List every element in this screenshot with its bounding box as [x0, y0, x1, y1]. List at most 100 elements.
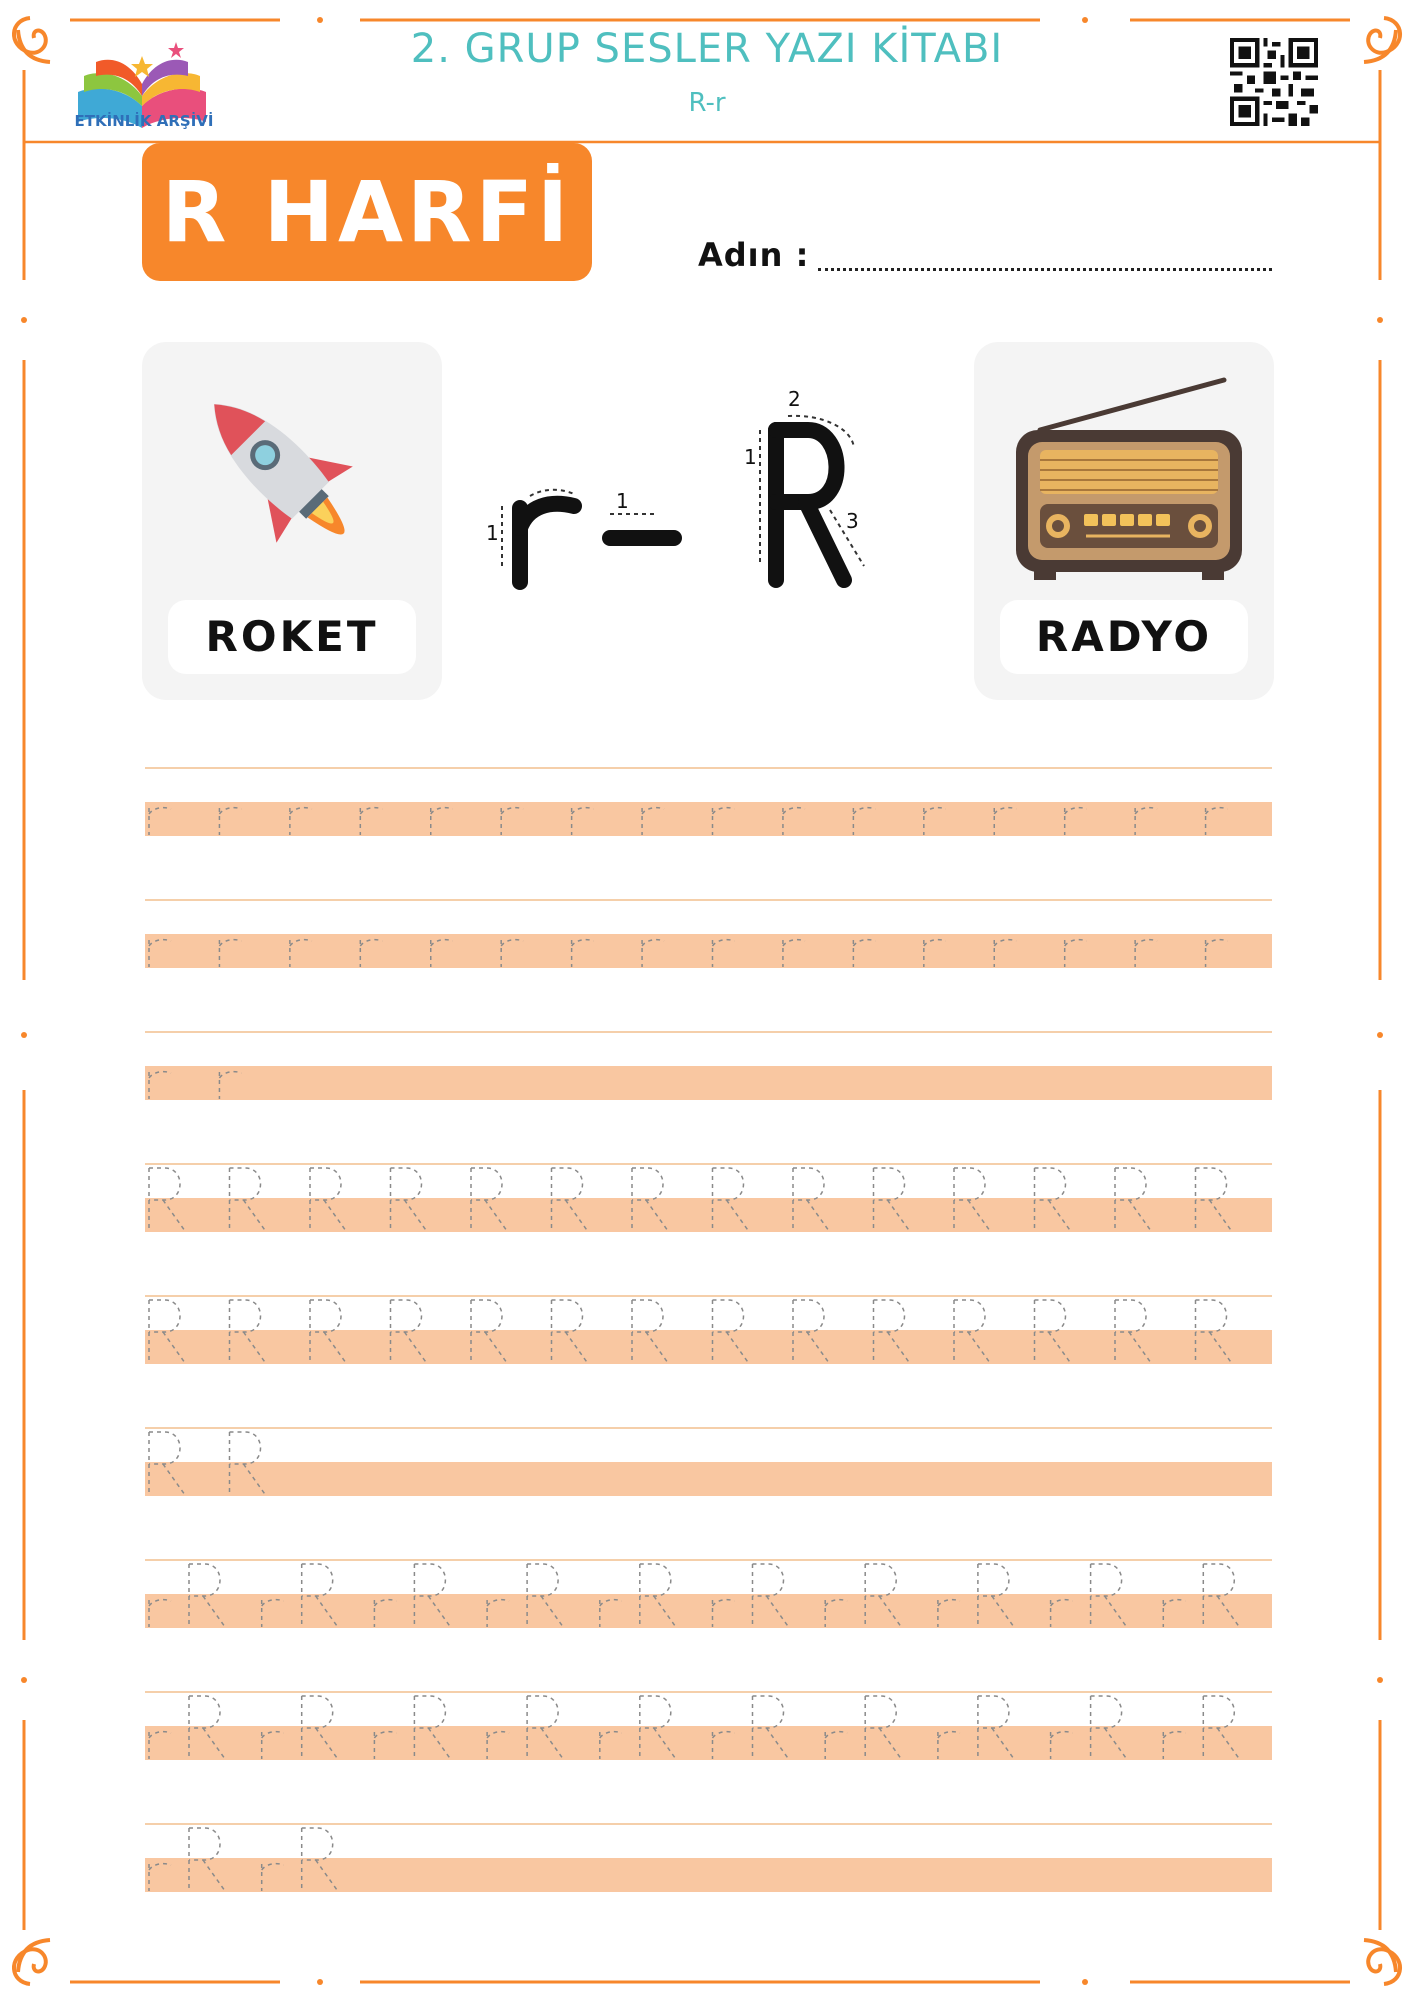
guide-band — [145, 1594, 1272, 1628]
trace-letter — [289, 806, 313, 835]
trace-letter — [631, 1299, 669, 1364]
upper-step-1: 1 — [744, 445, 757, 469]
trace-letter — [550, 1299, 589, 1364]
trace-letter — [148, 1563, 226, 1628]
trace-letter — [824, 1695, 902, 1760]
trace-letter — [711, 1563, 790, 1628]
trace-letter — [1204, 806, 1228, 835]
trace-letter — [1049, 1695, 1128, 1760]
trace-letter — [993, 938, 1017, 967]
radio-card: RADYO — [974, 342, 1274, 700]
trace-letter — [148, 1695, 226, 1760]
trace-letter — [631, 1167, 669, 1232]
trace-letter — [218, 1070, 242, 1099]
trace-letter — [782, 938, 806, 967]
trace-letter — [711, 938, 735, 967]
trace-letter — [852, 806, 876, 835]
page-subtitle: R-r — [688, 88, 726, 118]
trace-letter — [782, 806, 806, 835]
guide-band — [145, 802, 1272, 836]
trace-letter — [993, 806, 1017, 835]
trace-letter — [373, 1695, 452, 1760]
letter-badge: R HARFİ — [142, 143, 592, 281]
guide-band — [145, 934, 1272, 968]
trace-letter — [1063, 806, 1087, 835]
trace-letter — [218, 806, 242, 835]
name-label: Adın : — [698, 236, 810, 274]
trace-letter — [289, 938, 313, 967]
practice-row[interactable] — [145, 899, 1272, 968]
trace-letter — [359, 806, 383, 835]
trace-letter — [228, 1299, 267, 1364]
trace-letter — [148, 938, 172, 967]
trace-letter — [309, 1299, 347, 1364]
trace-letter — [373, 1563, 452, 1628]
trace-letter — [711, 1299, 750, 1364]
trace-letter — [923, 938, 947, 967]
trace-letter — [430, 938, 454, 967]
upper-step-3: 3 — [846, 509, 859, 533]
trace-letter — [599, 1695, 677, 1760]
trace-letter — [1033, 1299, 1072, 1364]
trace-letter — [260, 1695, 339, 1760]
practice-row[interactable] — [145, 1691, 1272, 1760]
practice-row[interactable] — [145, 1163, 1272, 1232]
trace-letter — [1162, 1563, 1240, 1628]
trace-letter — [641, 938, 665, 967]
trace-letter — [953, 1167, 991, 1232]
practice-row[interactable] — [145, 1031, 1272, 1100]
trace-letter — [1114, 1299, 1152, 1364]
practice-row[interactable] — [145, 1427, 1272, 1496]
trace-letter — [389, 1167, 428, 1232]
trace-letter — [641, 806, 665, 835]
dash-step-1: 1 — [616, 489, 629, 513]
trace-letter — [792, 1167, 830, 1232]
trace-letter — [148, 806, 172, 835]
trace-letter — [148, 1827, 226, 1892]
name-input-line[interactable] — [818, 268, 1272, 271]
trace-letter — [148, 1167, 186, 1232]
guide-band — [145, 1066, 1272, 1100]
book-logo-icon — [78, 42, 206, 128]
trace-letter — [599, 1563, 677, 1628]
trace-letter — [937, 1563, 1015, 1628]
trace-letter — [953, 1299, 991, 1364]
practice-row[interactable] — [145, 1823, 1272, 1892]
practice-row[interactable] — [145, 767, 1272, 836]
trace-letter — [430, 806, 454, 835]
trace-letter — [228, 1431, 267, 1496]
trace-letter — [359, 938, 383, 967]
logo-text: ETKİNLİK ARŞİVİ — [74, 112, 214, 130]
trace-letter — [1063, 938, 1087, 967]
practice-row[interactable] — [145, 1295, 1272, 1364]
trace-letter — [309, 1167, 347, 1232]
trace-letter — [872, 1299, 911, 1364]
trace-letter — [260, 1827, 339, 1892]
trace-letter — [148, 1431, 186, 1496]
trace-letter — [711, 1167, 750, 1232]
trace-letter — [148, 1070, 172, 1099]
trace-letter — [1194, 1299, 1233, 1364]
trace-letter — [872, 1167, 911, 1232]
trace-letter — [1162, 1695, 1240, 1760]
trace-letter — [923, 806, 947, 835]
trace-letter — [228, 1167, 267, 1232]
trace-letter — [500, 938, 524, 967]
practice-row[interactable] — [145, 1559, 1272, 1628]
trace-letter — [570, 938, 594, 967]
guide-band — [145, 1858, 1272, 1892]
trace-letter — [937, 1695, 1015, 1760]
trace-letter — [711, 1695, 790, 1760]
trace-letter — [148, 1299, 186, 1364]
trace-letter — [824, 1563, 902, 1628]
trace-letter — [260, 1563, 339, 1628]
trace-letter — [1049, 1563, 1128, 1628]
radio-label: RADYO — [1000, 600, 1248, 674]
trace-letter — [550, 1167, 589, 1232]
trace-letter — [470, 1167, 508, 1232]
trace-letter — [1204, 938, 1228, 967]
lower-step-1: 1 — [486, 521, 499, 545]
trace-letter — [470, 1299, 508, 1364]
trace-letter — [792, 1299, 830, 1364]
